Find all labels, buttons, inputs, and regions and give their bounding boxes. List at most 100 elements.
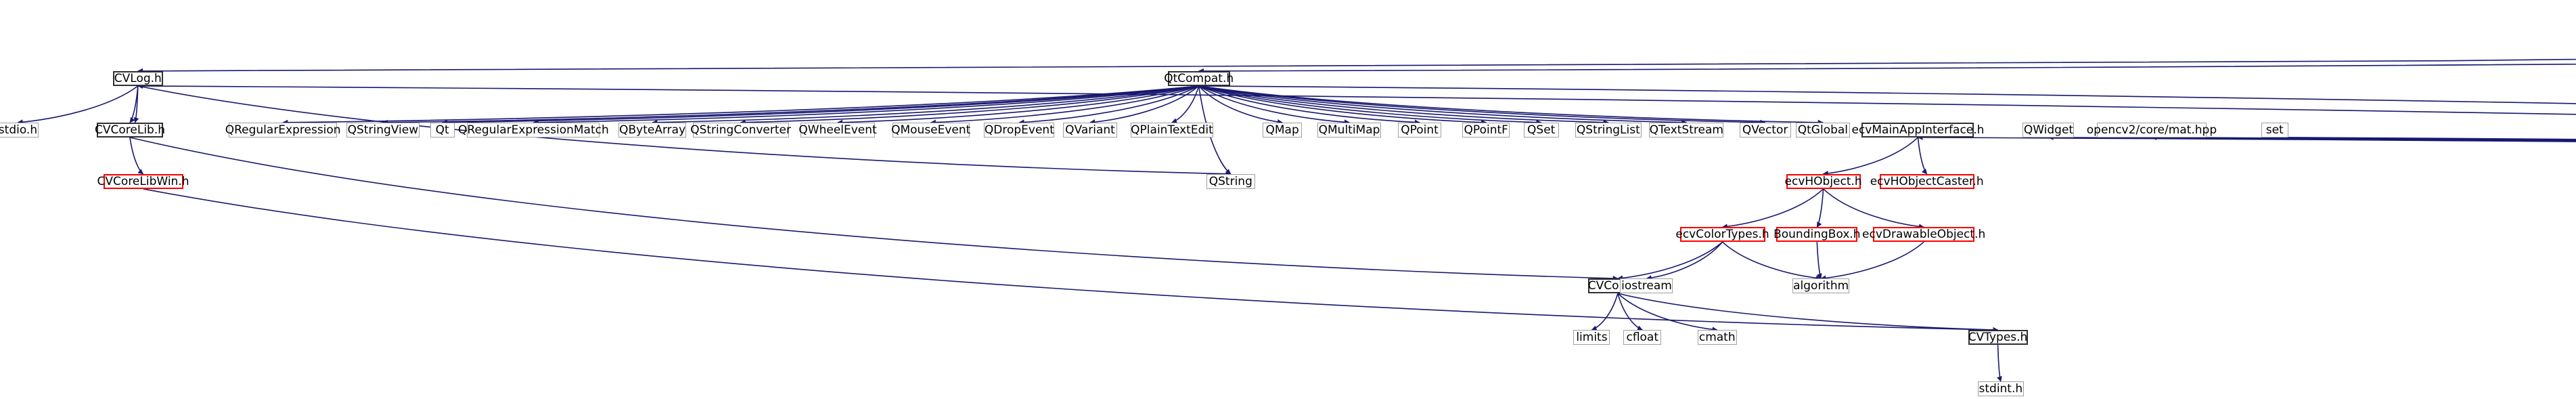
graph-node-QMultiMap[interactable]: QMultiMap xyxy=(1317,122,1382,138)
graph-node-label: QStringConverter xyxy=(690,123,791,137)
graph-edge-QtCompat-h-to-QRegularExpressionMatch xyxy=(533,85,1199,125)
graph-node-QDropEvent[interactable]: QDropEvent xyxy=(984,122,1055,138)
graph-edge-root-to-CVLog-h xyxy=(137,59,2576,74)
graph-node-label: opencv2/core/mat.hpp xyxy=(2086,123,2217,137)
graph-edge-CVLog-h-to-CVCoreLib-h xyxy=(129,85,139,123)
graph-edge-QtCompat-h-to-QRegularExpression xyxy=(282,85,1199,125)
graph-edge-QtCompat-h-to-QMap xyxy=(1198,85,1283,125)
graph-edge-ecvHObject-h-to-ecvColorTypes-h xyxy=(1721,188,1824,230)
graph-node-label: ecvColorTypes.h xyxy=(1675,228,1769,242)
graph-node-CVTypes-h[interactable]: CVTypes.h xyxy=(1968,330,2028,345)
graph-node-QByteArray[interactable]: QByteArray xyxy=(618,122,687,138)
graph-edge-QtCompat-h-to-QVector xyxy=(1198,85,1766,125)
graph-edge-ecvMainAppInterface-h-to-ecvHObject-h xyxy=(1822,137,1919,176)
graph-node-label: CVCoreLibWin.h xyxy=(97,174,189,188)
graph-node-QRegularExpression[interactable]: QRegularExpression xyxy=(225,122,341,138)
graph-node-stdio-h[interactable]: stdio.h xyxy=(0,122,39,138)
graph-node-QPlainTextEdit[interactable]: QPlainTextEdit xyxy=(1130,122,1213,138)
graph-edge-ecvColorTypes-h-to-CVConst-h xyxy=(1617,241,1723,281)
graph-node-QStringList[interactable]: QStringList xyxy=(1575,122,1642,138)
graph-node-QSet[interactable]: QSet xyxy=(1523,122,1559,138)
graph-node-QVariant[interactable]: QVariant xyxy=(1063,122,1117,138)
graph-edge-ecvMainAppInterface-h-to-ecvHObjectCaster-h xyxy=(1917,137,1928,175)
graph-edge-ecvColorTypes-h-to-iostream xyxy=(1646,241,1723,281)
graph-node-limits[interactable]: limits xyxy=(1573,330,1610,345)
graph-node-QWidget[interactable]: QWidget xyxy=(2023,122,2075,138)
graph-node-label: QtCompat.h xyxy=(1164,71,1234,85)
graph-node-label: QVector xyxy=(1742,123,1788,137)
graph-edge-confusionmatrix-h-to-opencv-core-mat-hpp xyxy=(2151,134,2576,141)
graph-edge-confusionmatrix-h-to-QWidget xyxy=(2048,134,2576,142)
graph-edge-CVLog-h-to-stdio-h xyxy=(17,85,139,125)
graph-node-label: ecvHObject.h xyxy=(1784,174,1862,188)
graph-node-stdint-h[interactable]: stdint.h xyxy=(1977,381,2024,397)
graph-node-Qt[interactable]: Qt xyxy=(430,122,455,138)
graph-node-ecvColorTypes-h[interactable]: ecvColorTypes.h xyxy=(1675,227,1769,243)
graph-edge-QtCompat-h-to-Qt xyxy=(441,85,1199,125)
graph-node-CVLog-h[interactable]: CVLog.h xyxy=(112,70,163,86)
graph-node-set[interactable]: set xyxy=(2261,122,2288,138)
graph-edge-QtCompat-h-to-QtGlobal xyxy=(1198,85,1824,125)
graph-node-label: QDropEvent xyxy=(984,123,1054,137)
graph-node-label: QtGlobal xyxy=(1797,123,1849,137)
graph-node-label: QRegularExpressionMatch xyxy=(458,123,609,137)
graph-node-QPointF[interactable]: QPointF xyxy=(1462,122,1510,138)
graph-edge-QtCompat-h-to-QStringConverter xyxy=(740,85,1199,125)
graph-node-label: cmath xyxy=(1698,331,1736,345)
graph-node-label: ecvDrawableObject.h xyxy=(1862,228,1986,242)
graph-node-QString[interactable]: QString xyxy=(1206,173,1255,189)
graph-node-CVCoreLibWin-h[interactable]: CVCoreLibWin.h xyxy=(97,173,189,189)
graph-node-algorithm[interactable]: algorithm xyxy=(1792,278,1850,294)
graph-edge-ecvHObject-h-to-ecvDrawableObject-h xyxy=(1823,188,1924,230)
graph-node-QStringView[interactable]: QStringView xyxy=(346,122,420,138)
graph-node-label: CVCoreLib.h xyxy=(95,123,166,137)
graph-edge-QtCompat-h-to-QDropEvent xyxy=(1018,85,1200,125)
graph-edge-QtCompat-h-to-QSet xyxy=(1198,85,1542,125)
graph-node-QVector[interactable]: QVector xyxy=(1739,122,1791,138)
graph-node-label: CVLog.h xyxy=(114,71,162,85)
graph-node-label: ecvHObjectCaster.h xyxy=(1870,174,1984,188)
graph-node-label: QSet xyxy=(1527,123,1556,137)
graph-node-label: QPointF xyxy=(1464,123,1508,137)
graph-node-QWheelEvent[interactable]: QWheelEvent xyxy=(798,122,877,138)
graph-node-cfloat[interactable]: cfloat xyxy=(1623,330,1662,345)
graph-edge-QtCompat-h-to-QStringList xyxy=(1198,85,1609,125)
graph-edge-ecvDrawableObject-h-to-algorithm xyxy=(1820,241,1924,281)
graph-node-ecvHObjectCaster-h[interactable]: ecvHObjectCaster.h xyxy=(1870,173,1984,189)
graph-node-iostream[interactable]: iostream xyxy=(1620,278,1673,294)
graph-node-label: stdint.h xyxy=(1979,382,2023,396)
graph-edge-QtCompat-h-to-QVariant xyxy=(1089,85,1200,125)
graph-node-QStringConverter[interactable]: QStringConverter xyxy=(690,122,791,138)
graph-node-label: algorithm xyxy=(1793,279,1849,293)
graph-node-label: QVariant xyxy=(1065,123,1115,137)
graph-node-label: set xyxy=(2265,123,2284,137)
graph-node-QtCompat-h[interactable]: QtCompat.h xyxy=(1164,70,1234,86)
graph-node-ecvMainAppInterface-h[interactable]: ecvMainAppInterface.h xyxy=(1852,122,1984,138)
graph-edge-ecvColorTypes-h-to-algorithm xyxy=(1721,241,1822,281)
graph-edge-BoundingBox-h-to-algorithm xyxy=(1816,242,1822,279)
graph-node-label: BoundingBox.h xyxy=(1773,228,1861,242)
graph-node-QTextStream[interactable]: QTextStream xyxy=(1649,122,1724,138)
graph-node-QtGlobal[interactable]: QtGlobal xyxy=(1795,122,1850,138)
graph-node-QPoint[interactable]: QPoint xyxy=(1398,122,1442,138)
graph-edge-confusionmatrix-h-to-ecvMainAppInterface-h xyxy=(1917,134,2576,142)
graph-edge-QtCompat-h-to-QPoint xyxy=(1198,85,1420,125)
graph-node-ecvDrawableObject-h[interactable]: ecvDrawableObject.h xyxy=(1862,227,1985,243)
graph-node-QMap[interactable]: QMap xyxy=(1263,122,1303,138)
graph-node-cmath[interactable]: cmath xyxy=(1697,330,1737,345)
graph-node-QRegularExpressionMatch[interactable]: QRegularExpressionMatch xyxy=(458,122,609,138)
graph-node-ecvHObject-h[interactable]: ecvHObject.h xyxy=(1784,173,1862,189)
graph-node-label: limits xyxy=(1576,331,1608,345)
graph-node-label: QWidget xyxy=(2023,123,2074,137)
graph-edge-ecvHObject-h-to-BoundingBox-h xyxy=(1816,188,1824,228)
graph-node-opencv-core-mat-hpp[interactable]: opencv2/core/mat.hpp xyxy=(2087,122,2217,138)
graph-node-CVCoreLib-h[interactable]: CVCoreLib.h xyxy=(95,122,166,138)
graph-node-label: QString xyxy=(1208,174,1252,188)
graph-edge-QtCompat-h-to-QMouseEvent xyxy=(930,85,1199,125)
graph-node-BoundingBox-h[interactable]: BoundingBox.h xyxy=(1773,227,1861,243)
graph-edge-CVTypes-h-to-stdint-h xyxy=(1997,345,2002,382)
graph-node-label: QMultiMap xyxy=(1318,123,1380,137)
graph-node-label: cfloat xyxy=(1626,331,1659,345)
graph-node-QMouseEvent[interactable]: QMouseEvent xyxy=(891,122,970,138)
